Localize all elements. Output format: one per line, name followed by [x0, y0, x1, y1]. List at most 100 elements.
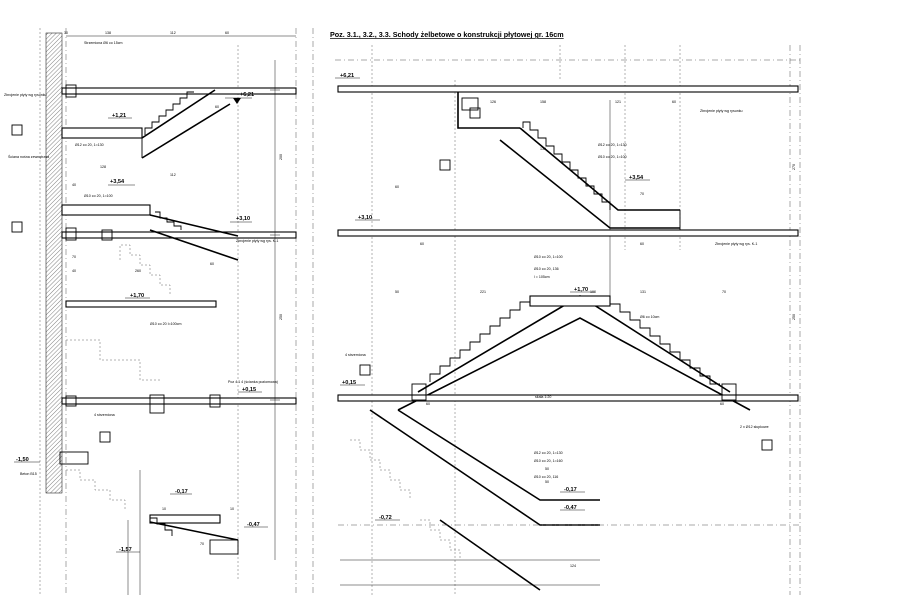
- right-dimension: 126: [490, 100, 496, 104]
- left-level-label: +6,21: [240, 92, 254, 98]
- left-level-marker-1: +6,21: [225, 92, 254, 104]
- left-dimension: 30: [64, 31, 68, 35]
- right-level-label: -0,17: [564, 487, 577, 493]
- right-dimension: 250: [792, 314, 796, 320]
- left-note: 4 strzemiona: [94, 413, 115, 417]
- left-slab-level-2: [61, 231, 297, 239]
- right-level-label: +1,70: [574, 287, 588, 293]
- left-dimension: 200: [279, 154, 283, 160]
- right-dimension: 70: [722, 290, 726, 294]
- right-note: Ø10 co 20, 1=100: [534, 255, 563, 259]
- left-dimension: 128: [100, 165, 106, 169]
- left-level-label: +3,54: [110, 179, 125, 185]
- right-note: 2 x Ø12 słupkowe: [740, 425, 769, 429]
- right-dimension: 158: [540, 100, 546, 104]
- right-level-label: +6,21: [340, 73, 354, 79]
- right-dimension: 50: [395, 290, 399, 294]
- right-level-label: +0,15: [342, 380, 356, 386]
- right-dimension: 60: [395, 185, 399, 189]
- right-note: Ø10 co 20, 1=160: [534, 459, 563, 463]
- right-note: Zbrojenie płyty wg rys. K-1: [715, 242, 757, 246]
- left-note: Poz 4.1 4 (ścianka poziomowa): [228, 380, 278, 384]
- left-note: Ø12 co 20, 1=130: [75, 143, 104, 147]
- left-level-marker-10: +1,21: [108, 113, 132, 119]
- right-dimension: 130: [540, 147, 546, 151]
- left-note: Strzemiona Ø6 co 15cm: [84, 41, 123, 45]
- left-note: Ściana nośna zewnętrzna: [8, 154, 49, 159]
- right-note: skala 1:20: [535, 395, 551, 399]
- right-level-label: +3,54: [629, 175, 644, 181]
- right-slab-level-1: [337, 85, 799, 93]
- right-level-marker-3: +3,10: [355, 215, 380, 221]
- right-level-marker-5: +0,15: [340, 380, 365, 386]
- left-level-label: -0,47: [247, 522, 260, 528]
- right-level-marker-7: -0,47: [560, 505, 585, 511]
- left-dimension: 40: [72, 183, 76, 187]
- left-level-marker-8: -1,50: [14, 457, 40, 463]
- right-dimension: 100: [590, 290, 596, 294]
- right-level-label: -0,72: [379, 515, 392, 521]
- left-note: Beton B15: [20, 472, 37, 476]
- left-dimension: 40: [72, 269, 76, 273]
- left-slab-level-1: [61, 87, 297, 95]
- left-level-marker-5: +0,15: [238, 387, 262, 393]
- right-dimension: 70: [640, 192, 644, 196]
- right-level-marker-8: -0,72: [375, 515, 400, 521]
- right-note: 4 strzemiona: [345, 353, 366, 357]
- left-dimension: 112: [170, 173, 176, 177]
- left-slab-level-3: [65, 300, 217, 308]
- left-dimension: 60: [215, 105, 219, 109]
- right-dimension: 50: [545, 480, 549, 484]
- left-level-label: -1,57: [119, 547, 132, 553]
- right-dimension: 221: [480, 290, 486, 294]
- right-level-label: -0,47: [564, 505, 577, 511]
- right-dimension: 124: [570, 564, 576, 568]
- left-level-marker-3: +3,10: [230, 216, 252, 223]
- left-exterior-wall: [45, 32, 63, 494]
- drawing-title: Poz. 3.1., 3.2., 3.3. Schody żelbetowe o…: [330, 30, 564, 39]
- left-dimension: 10: [230, 507, 234, 511]
- right-level-label: +3,10: [358, 215, 372, 221]
- left-note: Ø10 co 20 I=100cm: [150, 322, 181, 326]
- left-level-marker-7: -0,47: [244, 522, 268, 528]
- right-level-marker-6: -0,17: [560, 487, 585, 493]
- right-dimension: 60: [640, 242, 644, 246]
- left-level-marker-4: +1,70: [125, 293, 150, 299]
- right-note: Ø10 co 20, 136: [534, 267, 559, 271]
- right-dimension: 50: [545, 467, 549, 471]
- left-dimension: 112: [170, 31, 176, 35]
- left-level-label: -1,50: [16, 457, 29, 463]
- left-dimension: 60: [225, 31, 229, 35]
- left-note: Zbrojenie płyty wg rysunku: [4, 93, 47, 97]
- right-note: Ø6 co 10cm: [640, 315, 659, 319]
- left-note: Ø10 co 20, 1=100: [84, 194, 113, 198]
- left-note: Zbrojenie płyty wg rys. K-1: [236, 239, 278, 243]
- right-slab-level-3: [337, 394, 799, 402]
- left-level-label: +0,15: [242, 387, 256, 393]
- right-note: Ø10 co 20, 1=100: [598, 155, 627, 159]
- right-level-marker-1: +6,21: [335, 73, 360, 79]
- right-dimension: 121: [615, 100, 621, 104]
- right-dimension: 60: [672, 100, 676, 104]
- left-level-label: +3,10: [236, 216, 250, 222]
- left-level-label: +1,21: [112, 113, 126, 119]
- right-note: Ø12 co 20, 1=130: [598, 143, 627, 147]
- left-dimension: 60: [210, 262, 214, 266]
- left-dimension: 250: [279, 314, 283, 320]
- right-note: Ø10 co 20, 116: [534, 475, 558, 479]
- left-level-marker-6: -0,17: [170, 489, 192, 495]
- right-dimension: 60: [720, 402, 724, 406]
- left-dimension: 138: [105, 31, 111, 35]
- right-dimension: 131: [640, 290, 646, 294]
- right-note: Zbrojenie płyty wg rysunku: [700, 109, 743, 113]
- right-dimension: 60: [426, 402, 430, 406]
- right-level-marker-4: +1,70: [570, 287, 595, 293]
- right-section: +6,21 +3,54 +3,10 +1,70 +0,15 -0,17 -0,4…: [335, 45, 801, 595]
- right-level-marker-2: +3,54: [625, 175, 650, 181]
- left-dimension: 70: [200, 542, 204, 546]
- right-note: Ø12 co 20, 1=130: [534, 451, 563, 455]
- left-level-label: -0,17: [175, 489, 188, 495]
- right-dimension: 60: [420, 242, 424, 246]
